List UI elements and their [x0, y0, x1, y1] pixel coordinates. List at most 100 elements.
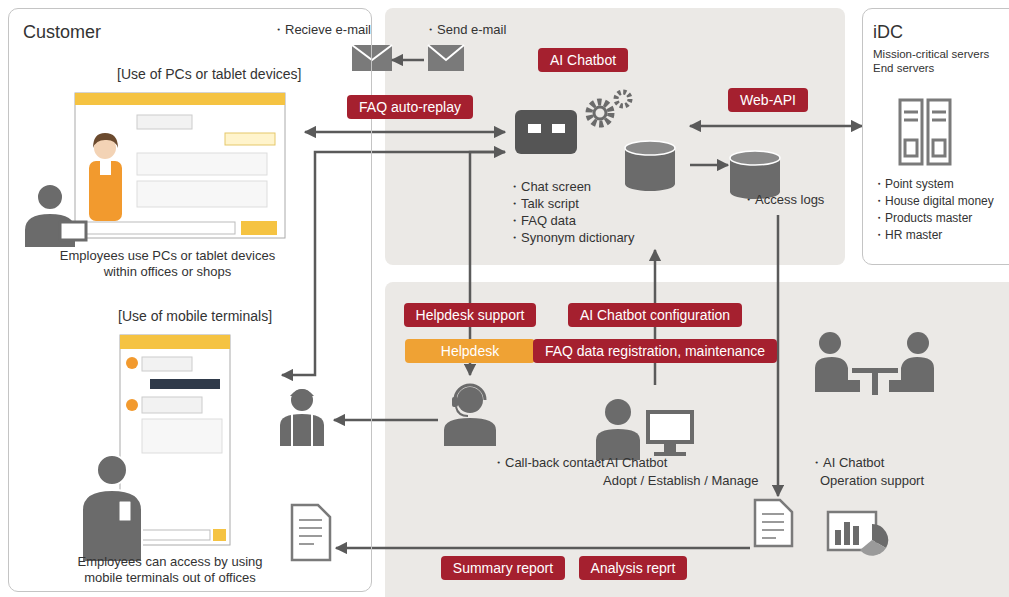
envelope-icon [428, 45, 464, 71]
red-tag: AI Chatbot configuration [568, 303, 742, 327]
pc-screen [100, 161, 111, 175]
mobile-user-icon [97, 455, 127, 485]
node-text: Employees can access by using mobile ter… [60, 554, 280, 587]
node-text: ・House digital money [873, 194, 994, 209]
meeting-icon [872, 373, 878, 395]
node-heading: ・Access logs [742, 192, 824, 208]
callback-worker-icon [290, 389, 314, 396]
tag-text: Analysis reprt [591, 559, 676, 577]
database-icon [625, 141, 675, 155]
pc-user-icon [60, 222, 86, 240]
red-tag: Helpdesk support [404, 303, 537, 327]
operator-icon [456, 407, 468, 416]
node-text: ・Products master [873, 211, 972, 226]
operator-icon [444, 418, 496, 446]
pc-user-icon [24, 184, 86, 248]
node-heading: iDC [873, 21, 903, 44]
mobile-screen [120, 335, 230, 349]
idc-panel: iDC Mission-critical servers End servers ・… [862, 8, 1009, 265]
connector-arrow [305, 131, 505, 134]
chart-icon [860, 540, 886, 556]
connector-arrow [392, 59, 424, 62]
report-document-icon [292, 500, 792, 560]
mobile-screen [142, 419, 222, 453]
callback-arrow [334, 419, 438, 422]
report-document-icon [292, 505, 330, 560]
tag-text: Web-API [740, 91, 796, 109]
mobile-screen [150, 379, 220, 389]
node-heading: Customer [23, 21, 101, 44]
node-text: ・Talk script [508, 196, 579, 212]
chatbot-admin: ・AI ChatbotAdopt / Establish / Manage [585, 385, 775, 493]
operator-icon [457, 387, 483, 413]
chart-icon [844, 522, 850, 545]
meeting-icon [819, 332, 841, 354]
node-heading: ・Chat screen [508, 179, 591, 195]
chatbot-robot-icon [528, 124, 541, 133]
pc-screen [137, 153, 267, 175]
report-document-icon [762, 514, 784, 538]
node-text: ・HR master [873, 228, 942, 243]
red-tag: Analysis reprt [579, 556, 688, 580]
node-text: Employees use PCs or tablet devices with… [50, 248, 285, 281]
email-send: ・Send e-mail [424, 22, 508, 74]
red-tag: FAQ auto-replay [347, 95, 473, 119]
node-heading: [Use of mobile terminals] [118, 308, 272, 326]
operator-icon [455, 385, 485, 400]
mobile-screen [142, 397, 202, 413]
meeting-icon [852, 368, 898, 373]
tag-text: AI Chatbot [550, 51, 616, 69]
envelope-icon [352, 45, 392, 71]
node-text: ・Point system [873, 177, 954, 192]
pc-screen [93, 133, 118, 148]
helpdesk-operator: ・Call-back contact [440, 375, 607, 480]
chatbot-robot-icon [589, 102, 611, 124]
envelope-icon [352, 45, 464, 71]
chart-icon [835, 530, 841, 545]
report-arrow [336, 547, 750, 550]
tag-text: Summary report [453, 559, 553, 577]
chatbot-robot-icon [616, 92, 630, 106]
pc-screen [241, 221, 277, 235]
operator-icon [444, 385, 496, 446]
connector-arrow [690, 164, 728, 167]
operator-icon [452, 397, 458, 407]
pc-screen [80, 222, 235, 234]
callback-worker-icon [292, 414, 312, 446]
envelope-icon [352, 45, 392, 60]
pc-screen [225, 133, 275, 145]
report-document-icon [755, 500, 792, 546]
tag-text: Helpdesk support [416, 306, 525, 324]
mobile-user-icon [118, 500, 132, 522]
pc-screen [89, 161, 122, 221]
node-heading: ・Recieve e-mail [272, 22, 371, 38]
report-document-icon [299, 520, 322, 544]
chatbot-engine: ・Chat screen・Talk script・FAQ data・Synony… [505, 95, 690, 250]
node-heading: ・AI Chatbot [810, 455, 884, 471]
pc-user-icon [37, 184, 63, 210]
red-tag: Summary report [441, 556, 565, 580]
meeting-icon [907, 332, 929, 354]
orange-tag: Helpdesk [405, 339, 535, 363]
server-icon [904, 112, 946, 120]
chatbot-robot-icon [552, 124, 565, 133]
database-icon [625, 141, 780, 199]
tag-text: FAQ data registration, maintenance [545, 342, 765, 360]
red-tag: Web-API [728, 88, 808, 112]
server-icon [900, 100, 922, 164]
chatbot-robot-icon [515, 92, 630, 154]
envelope-icon [428, 45, 464, 60]
node-text: Mission-critical servers End servers [873, 47, 1005, 76]
admin-icon [596, 399, 692, 460]
pc-screen [75, 93, 285, 238]
node-text: Adopt / Establish / Manage [603, 473, 758, 489]
node-text: Operation support [820, 473, 924, 489]
operation-panel [385, 282, 1009, 597]
server-icon [928, 100, 950, 164]
pc-screen [137, 115, 192, 129]
admin-icon [605, 399, 631, 425]
tag-text: FAQ auto-replay [359, 98, 461, 116]
mobile-user-icon [82, 455, 142, 562]
